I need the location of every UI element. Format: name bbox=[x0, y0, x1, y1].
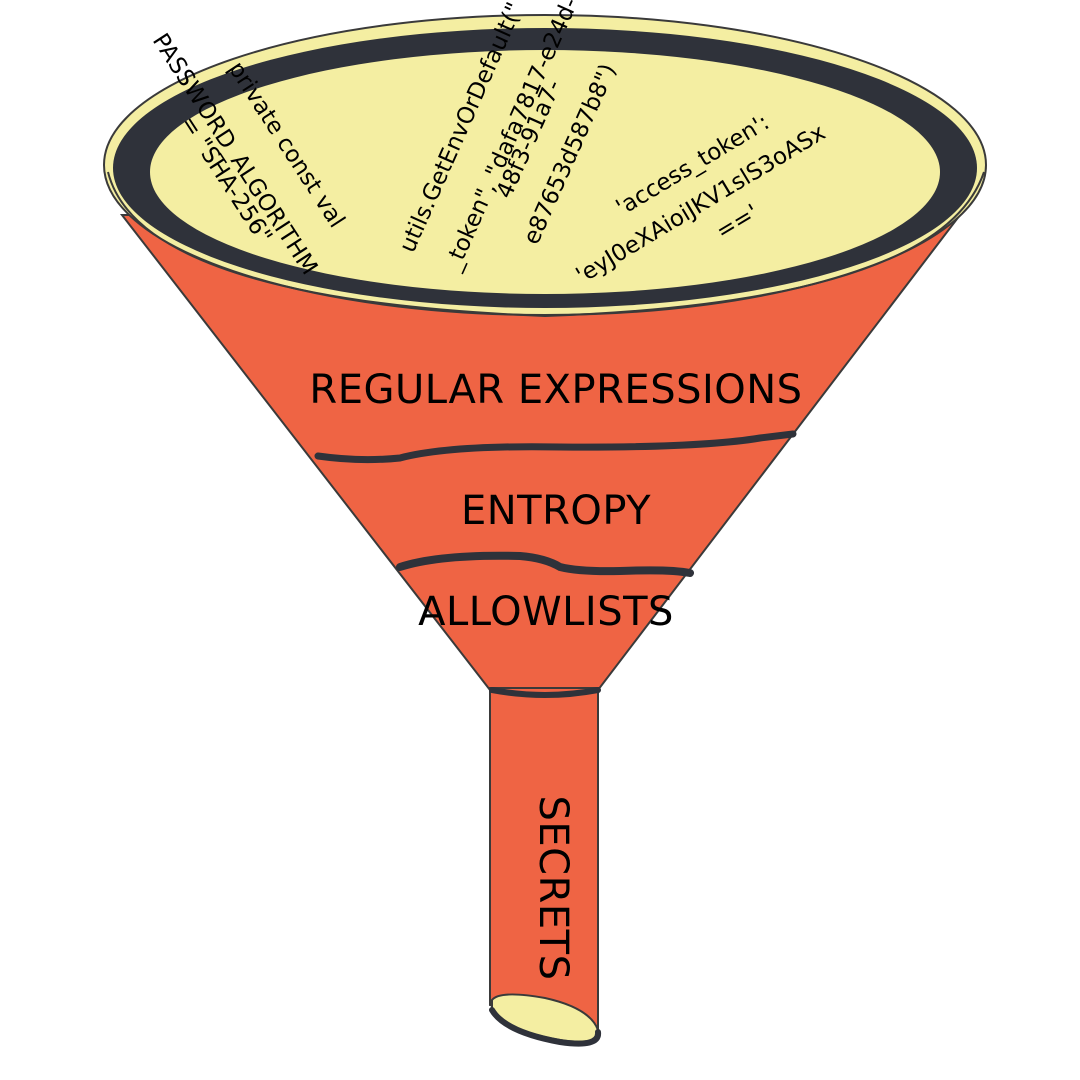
divider-entropy-allowlists bbox=[396, 551, 694, 577]
stage-label-regular-expressions: REGULAR EXPRESSIONS bbox=[309, 367, 802, 413]
funnel-inner-surface bbox=[150, 50, 940, 294]
stage-label-secrets: SECRETS bbox=[530, 796, 576, 981]
stage-label-allowlists: ALLOWLISTS bbox=[418, 589, 674, 635]
stage-label-entropy: ENTROPY bbox=[461, 488, 651, 534]
divider-regex-entropy bbox=[314, 430, 797, 464]
funnel-throat bbox=[489, 687, 601, 698]
rim-lower-edge bbox=[107, 171, 985, 318]
spout-opening-shadow bbox=[489, 1007, 602, 1047]
